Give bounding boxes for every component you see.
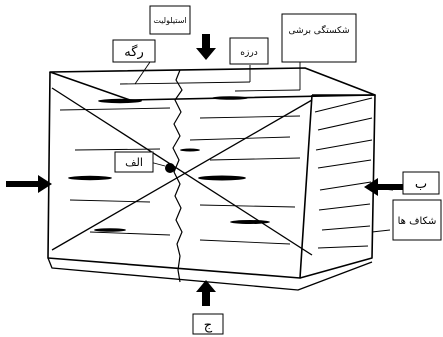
center-point bbox=[165, 163, 175, 173]
shear-fracture-line bbox=[52, 100, 312, 250]
label-rage: رگه bbox=[124, 44, 143, 60]
shekastegi-borshi-label-box bbox=[282, 14, 356, 62]
top-stress-arrow bbox=[196, 34, 216, 60]
block-front-face bbox=[48, 72, 312, 278]
label-shekaf-ha: شکاف ها bbox=[398, 216, 437, 227]
label-jim: ج bbox=[204, 318, 213, 333]
shear-fracture-line bbox=[52, 88, 312, 255]
right-face-fractures bbox=[315, 98, 372, 248]
block-right-face bbox=[300, 95, 375, 278]
bottom-stress-arrow bbox=[196, 280, 216, 306]
label-be: ب bbox=[415, 177, 427, 192]
label-alef: الف bbox=[125, 156, 143, 169]
left-stress-arrow bbox=[6, 175, 52, 193]
joint-lines bbox=[60, 82, 300, 244]
label-shekastegi-borshi: شکستگی برشی bbox=[288, 24, 349, 36]
right-stress-arrow bbox=[364, 178, 406, 196]
label-estilolit: استیلولیت bbox=[153, 16, 186, 25]
label-darzeh: درزه bbox=[240, 48, 257, 58]
